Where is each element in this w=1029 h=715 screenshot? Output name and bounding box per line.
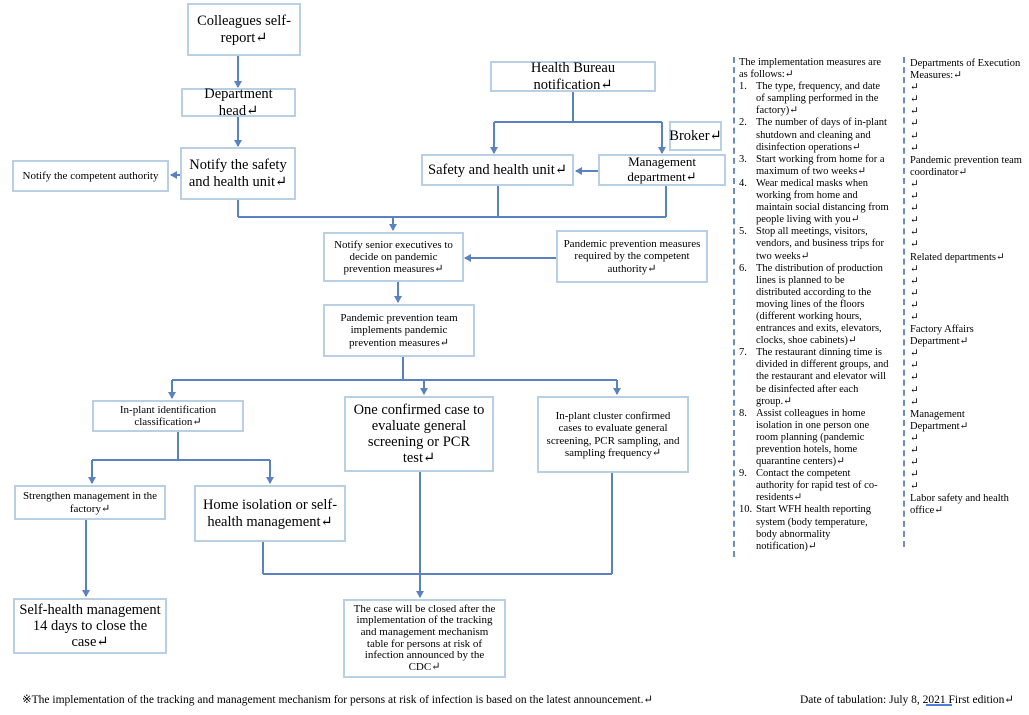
measure-item: 9.Contact the competent authority for ra… — [739, 468, 878, 504]
return-mark: ↵ — [910, 372, 919, 384]
box-case-closed: The case will be closed after the implem… — [343, 599, 506, 678]
return-mark: ↵ — [910, 481, 919, 493]
box-one-confirmed-case: One confirmed case to evaluate general s… — [344, 396, 494, 472]
dashed-divider-left — [733, 57, 735, 557]
footer-date: Date of tabulation: July 8, 2021 First e… — [800, 692, 1014, 706]
return-mark: ↵ — [910, 191, 919, 203]
box-broker: Broker↵ — [669, 121, 722, 151]
box-notify-competent-authority: Notify the competent authority — [12, 160, 169, 192]
return-mark: ↵ — [910, 118, 919, 130]
return-mark: ↵ — [910, 130, 919, 142]
return-mark: ↵ — [910, 445, 919, 456]
measure-item: 7.The restaurant dinning time is divided… — [739, 347, 889, 407]
measure-item: 1.The type, frequency, and date of sampl… — [739, 81, 881, 117]
return-mark: ↵ — [910, 469, 919, 481]
measure-item: 10.Start WFH health reporting system (bo… — [739, 504, 871, 552]
box-department-head: Department head↵ — [181, 86, 296, 119]
return-mark: ↵ — [910, 396, 919, 408]
box-notify-safety-health: Notify the safety and health unit↵ — [180, 147, 296, 200]
measure-item: 6.The distribution of production lines i… — [739, 262, 883, 347]
measure-item: 3.Start working from home for a maximum … — [739, 153, 885, 177]
box-management-department: Management department↵ — [598, 154, 726, 186]
box-inplant-identification: In-plant identification classification↵ — [92, 400, 244, 432]
return-mark: ↵ — [910, 239, 919, 251]
return-mark: ↵ — [910, 142, 919, 154]
return-mark: ↵ — [910, 106, 919, 118]
return-mark: ↵ — [910, 360, 919, 372]
department-labor-safety: Labor safety and health office↵ — [910, 493, 1009, 517]
return-mark: ↵ — [910, 263, 919, 275]
department-factory-affairs: Factory Affairs Department↵ — [910, 324, 974, 348]
dashed-divider-right — [903, 57, 905, 547]
return-mark: ↵ — [910, 82, 919, 94]
return-mark: ↵ — [910, 94, 919, 106]
box-notify-senior-executives: Notify senior executives to decide on pa… — [323, 232, 464, 282]
footer-date-prefix: Date of tabulation: July 8, — [800, 694, 923, 706]
return-mark: ↵ — [910, 227, 919, 239]
return-mark: ↵ — [910, 348, 919, 360]
return-mark: ↵ — [910, 384, 919, 396]
department-related: Related departments↵ — [910, 251, 1005, 263]
departments-panel: Departments of Execution Measures:↵ ↵ ↵ … — [910, 58, 1022, 518]
footer-note: ※The implementation of the tracking and … — [22, 694, 654, 706]
return-mark: ↵ — [910, 178, 919, 190]
box-health-bureau: Health Bureau notification↵ — [490, 60, 656, 93]
return-mark: ↵ — [910, 287, 919, 299]
footer-date-suffix: First edition↵ — [945, 694, 1015, 706]
box-home-isolation: Home isolation or self-health management… — [194, 485, 346, 542]
return-mark: ↵ — [910, 215, 919, 227]
return-mark: ↵ — [910, 299, 919, 311]
box-self-health-management: Self-health management 14 days to close … — [13, 598, 167, 654]
measure-item: 5.Stop all meetings, visitors, vendors, … — [739, 226, 885, 262]
return-mark: ↵ — [910, 432, 919, 444]
box-colleagues-self-report: Colleagues self-report↵ — [187, 3, 301, 56]
box-cluster-confirmed: In-plant cluster confirmed cases to eval… — [537, 396, 689, 473]
departments-heading: Departments of Execution Measures:↵ — [910, 58, 1021, 82]
department-coordinator: Pandemic prevention team coordinator↵ — [910, 154, 1022, 178]
box-strengthen-management: Strengthen management in the factory↵ — [14, 485, 166, 520]
footer-date-year: 2021 — [922, 694, 946, 706]
box-team-implements: Pandemic prevention team implements pand… — [323, 304, 475, 357]
department-management: Management Department↵ — [910, 408, 969, 432]
measures-intro: The implementation measures are as follo… — [739, 57, 881, 81]
box-safety-health-unit: Safety and health unit↵ — [421, 154, 574, 186]
return-mark: ↵ — [910, 311, 919, 323]
return-mark: ↵ — [910, 457, 919, 469]
return-mark: ↵ — [910, 275, 919, 287]
measure-item: 4.Wear medical masks when working from h… — [739, 177, 889, 226]
implementation-measures-panel: The implementation measures are as follo… — [739, 57, 889, 553]
box-pandemic-measures-required: Pandemic prevention measures required by… — [556, 230, 708, 283]
measures-list: 1.The type, frequency, and date of sampl… — [739, 81, 889, 553]
return-mark: ↵ — [910, 203, 919, 215]
measure-item: 8.Assist colleagues in home isolation in… — [739, 407, 870, 468]
measure-item: 2.The number of days of in-plant shutdow… — [739, 117, 887, 153]
